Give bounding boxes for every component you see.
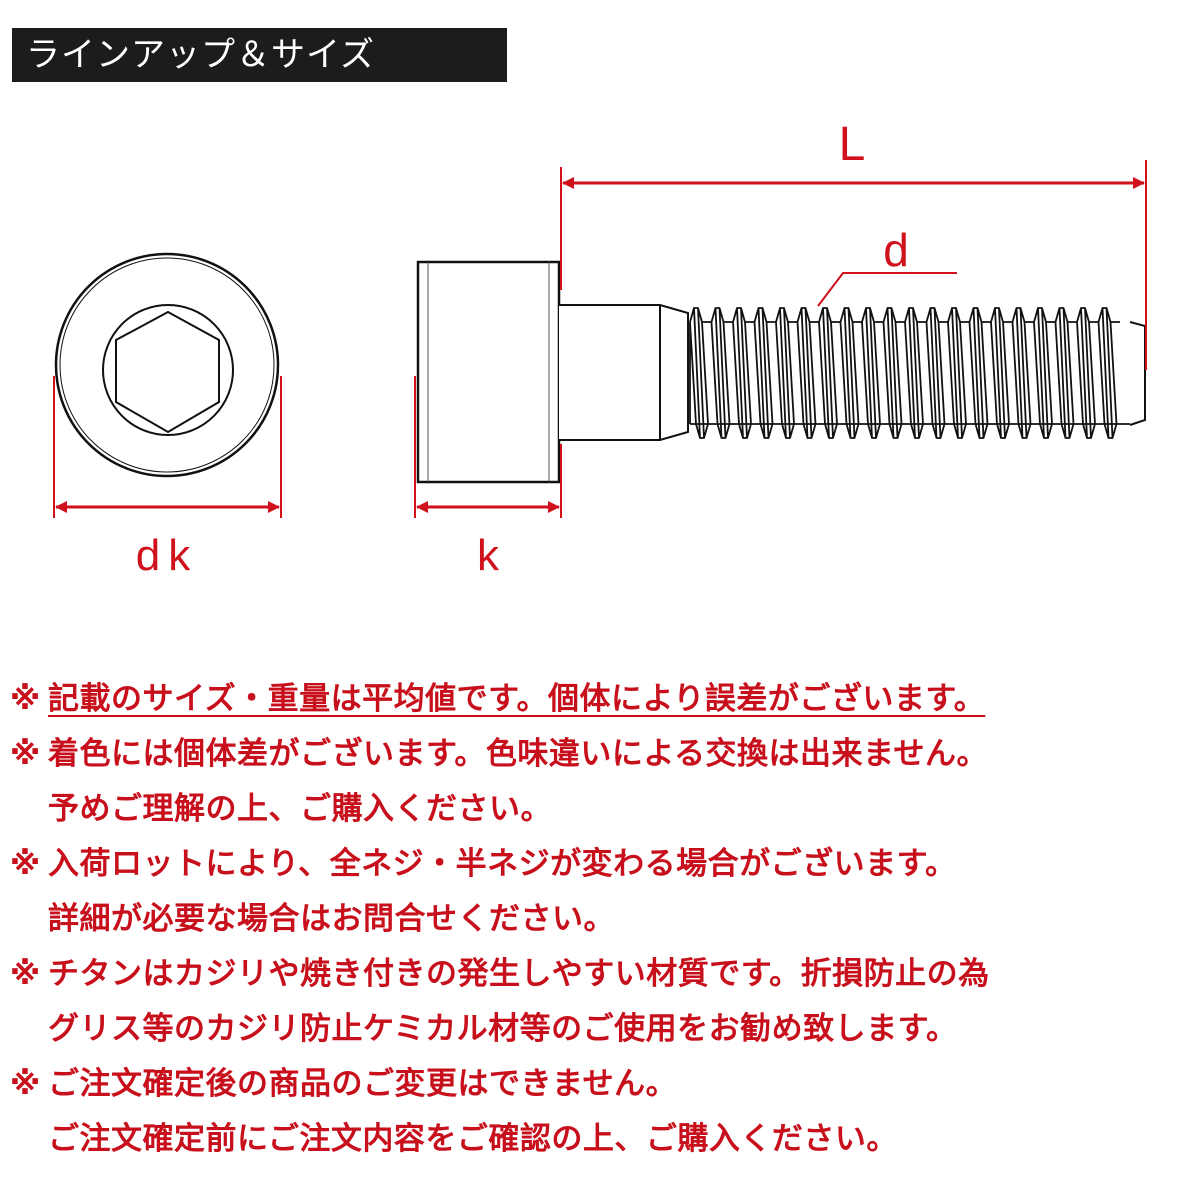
bolt-tip bbox=[1129, 321, 1146, 426]
bolt-threads bbox=[689, 307, 1130, 439]
note-text: 着色には個体差がございます。色味違いによる交換は出来ません。 bbox=[48, 736, 989, 772]
note-text: 入荷ロットにより、全ネジ・半ネジが変わる場合がございます。 bbox=[48, 846, 957, 882]
note-line: ※着色には個体差がございます。色味違いによる交換は出来ません。 bbox=[10, 727, 1200, 782]
note-text: 記載のサイズ・重量は平均値です。個体により誤差がございます。 bbox=[48, 681, 986, 717]
note-line: 詳細が必要な場合はお問合せください。 bbox=[10, 892, 1200, 947]
head-outer-circle bbox=[54, 252, 280, 478]
l-label: L bbox=[839, 118, 866, 171]
note-mark-icon: ※ bbox=[10, 846, 41, 882]
note-mark-icon: ※ bbox=[10, 1066, 41, 1102]
note-line: ご注文確定前にご注文内容をご確認の上、ご購入ください。 bbox=[10, 1112, 1200, 1167]
bolt-dimension-diagram: dk k L d bbox=[53, 118, 1147, 580]
note-text: ご注文確定後の商品のご変更はできません。 bbox=[48, 1066, 678, 1102]
note-text: 詳細が必要な場合はお問合せください。 bbox=[48, 901, 615, 937]
dk-label: dk bbox=[136, 531, 198, 580]
bolt-head-side bbox=[416, 260, 561, 484]
note-text: グリス等のカジリ防止ケミカル材等のご使用をお勧め致します。 bbox=[48, 1011, 958, 1047]
bolt-shank bbox=[559, 304, 689, 441]
dk-dimension: dk bbox=[53, 376, 282, 580]
note-line: ※記載のサイズ・重量は平均値です。個体により誤差がございます。 bbox=[10, 672, 1200, 727]
note-text: 予めご理解の上、ご購入ください。 bbox=[48, 791, 552, 827]
note-mark-icon: ※ bbox=[10, 736, 41, 772]
hex-socket-icon bbox=[115, 310, 220, 434]
l-dimension: L bbox=[560, 118, 1147, 370]
note-text: チタンはカジリや焼き付きの発生しやすい材質です。折損防止の為 bbox=[48, 956, 990, 992]
note-text: ご注文確定前にご注文内容をご確認の上、ご購入ください。 bbox=[48, 1121, 898, 1157]
d-dimension: d bbox=[817, 224, 957, 307]
note-line: ※チタンはカジリや焼き付きの発生しやすい材質です。折損防止の為 bbox=[10, 947, 1200, 1002]
bolt-head-top-view bbox=[54, 252, 280, 478]
note-line: グリス等のカジリ防止ケミカル材等のご使用をお勧め致します。 bbox=[10, 1002, 1200, 1057]
note-line: 予めご理解の上、ご購入ください。 bbox=[10, 782, 1200, 837]
note-mark-icon: ※ bbox=[10, 681, 41, 717]
note-mark-icon: ※ bbox=[10, 956, 41, 992]
head-chamfer-circle bbox=[59, 257, 275, 473]
section-title: ラインアップ＆サイズ bbox=[12, 28, 507, 82]
notes-list: ※記載のサイズ・重量は平均値です。個体により誤差がございます。※着色には個体差が… bbox=[10, 672, 1200, 1167]
bolt-side-view bbox=[416, 260, 1146, 484]
k-dimension: k bbox=[414, 256, 562, 580]
k-label: k bbox=[477, 531, 500, 580]
note-line: ※ご注文確定後の商品のご変更はできません。 bbox=[10, 1057, 1200, 1112]
thread-lines bbox=[689, 307, 1130, 439]
note-line: ※入荷ロットにより、全ネジ・半ネジが変わる場合がございます。 bbox=[10, 837, 1200, 892]
d-label: d bbox=[883, 224, 909, 276]
socket-circle bbox=[102, 304, 234, 436]
